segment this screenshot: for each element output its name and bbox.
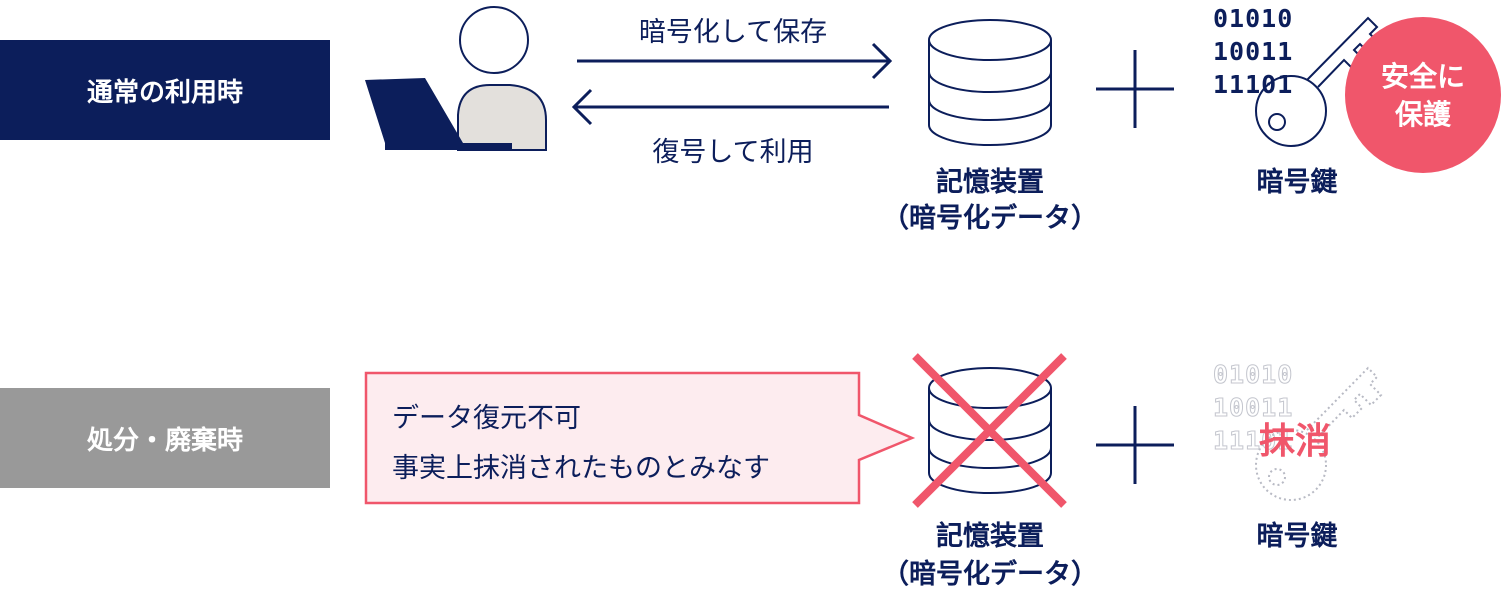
erased-label: 抹消: [1258, 421, 1332, 462]
storage-sublabel: （暗号化データ）: [882, 203, 1098, 234]
binary-line: 11101: [1213, 70, 1294, 99]
plus-icon: [1096, 50, 1174, 128]
decrypt-use-label: 復号して利用: [652, 137, 814, 168]
arrow-right-icon: [577, 42, 893, 80]
erased-key-binary: 01010 10011 11101: [1212, 358, 1294, 457]
storage-sublabel: （暗号化データ）: [882, 559, 1098, 590]
plus-icon: [1096, 406, 1174, 484]
bubble-line: データ復元不可: [392, 403, 581, 434]
key-binary: 01010 10011 11101: [1213, 2, 1293, 101]
storage-label: 記憶装置: [936, 521, 1044, 552]
binary-line: 11101: [1212, 426, 1294, 456]
protected-badge-text: 安全に 保護: [1381, 58, 1465, 134]
bubble-text: データ復元不可 事実上抹消されたものとみなす: [392, 394, 770, 494]
row-label-normal: 通常の利用時: [0, 40, 330, 140]
arrow-left-icon: [571, 88, 889, 126]
storage-label: 記憶装置: [936, 167, 1044, 198]
cross-icon: [912, 353, 1067, 508]
erased-key-icon: [1255, 366, 1383, 501]
badge-line: 保護: [1394, 98, 1452, 131]
row-label-disposal: 処分・廃棄時: [0, 388, 330, 488]
binary-line: 10011: [1212, 393, 1294, 423]
binary-line: 10011: [1213, 37, 1294, 66]
bubble-line: 事実上抹消されたものとみなす: [392, 453, 770, 484]
user-with-laptop-icon: [365, 6, 547, 151]
key-label: 暗号鍵: [1256, 521, 1338, 552]
encrypt-store-label: 暗号化して保存: [638, 17, 828, 48]
key-label: 暗号鍵: [1256, 167, 1338, 198]
database-icon: [928, 19, 1052, 146]
protected-badge: [1345, 17, 1501, 173]
binary-line: 01010: [1212, 360, 1294, 390]
badge-line: 安全に: [1380, 60, 1466, 93]
binary-line: 01010: [1213, 4, 1294, 33]
speech-bubble: [364, 371, 916, 505]
